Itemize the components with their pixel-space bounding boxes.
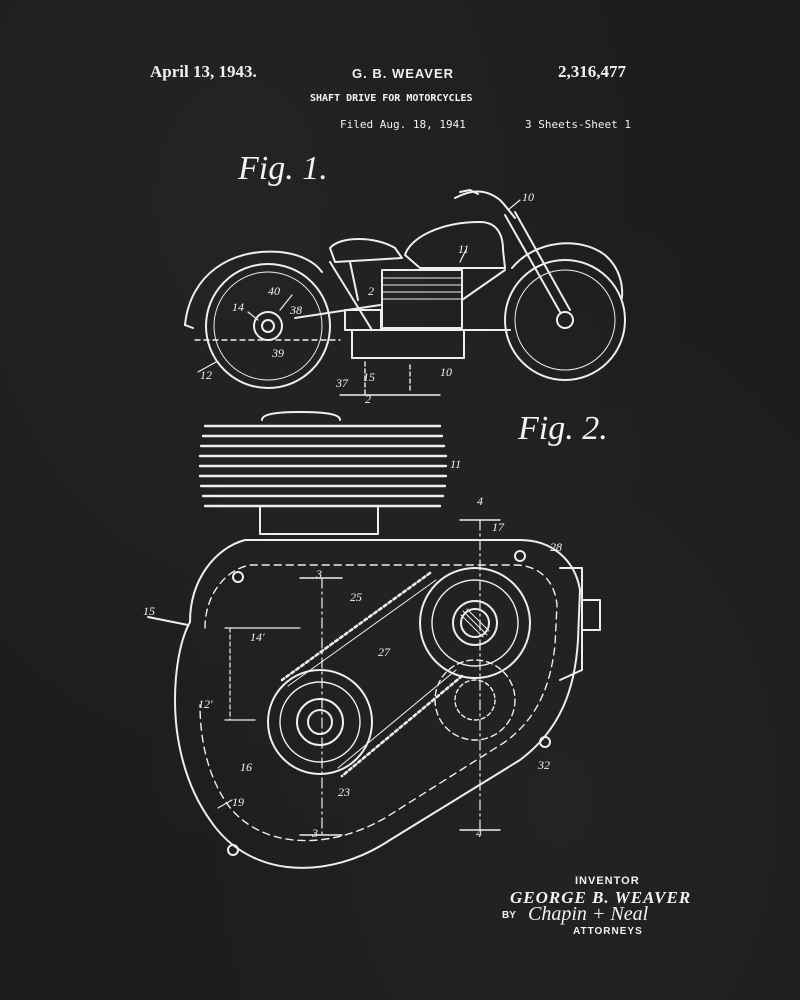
filed-date: Filed Aug. 18, 1941 bbox=[340, 118, 466, 131]
inventor-label: INVENTOR bbox=[575, 875, 640, 887]
rear-fender bbox=[185, 252, 322, 325]
ref-numeral: 40 bbox=[268, 284, 280, 298]
ref-numeral: 25 bbox=[350, 590, 362, 604]
lower-sprocket bbox=[268, 670, 372, 774]
attorneys-signature: Chapin + Neal bbox=[528, 903, 649, 925]
ref-numeral: 3 bbox=[316, 567, 322, 581]
inventor-signature: GEORGE B. WEAVER bbox=[510, 888, 692, 907]
patent-title: SHAFT DRIVE FOR MOTORCYCLES bbox=[310, 93, 473, 104]
ref-numeral: 12' bbox=[198, 697, 213, 711]
ref-numeral: 10 bbox=[522, 190, 534, 204]
ref-numeral: 38 bbox=[290, 303, 302, 317]
ref-numeral: 10 bbox=[440, 365, 452, 379]
seat bbox=[330, 239, 402, 262]
patent-number: 2,316,477 bbox=[558, 62, 626, 81]
ref-numeral: 4 bbox=[476, 826, 482, 840]
ref-numeral: 2 bbox=[365, 392, 371, 406]
front-fender bbox=[512, 243, 622, 298]
ref-numeral: 11 bbox=[458, 242, 470, 256]
ref-numeral: 2 bbox=[368, 284, 374, 298]
ref-numeral: 4 bbox=[477, 494, 483, 508]
patent-date: April 13, 1943. bbox=[150, 62, 257, 81]
ref-numeral: 39 bbox=[272, 346, 284, 360]
ref-numeral: 11 bbox=[450, 457, 462, 471]
sheet-count: 3 Sheets-Sheet 1 bbox=[525, 118, 631, 131]
cylinder-fins bbox=[200, 412, 446, 534]
ref-numeral: 14' bbox=[250, 630, 265, 644]
inventor-header: G. B. WEAVER bbox=[352, 66, 455, 81]
ref-numeral: 15 bbox=[143, 604, 155, 618]
rear-wheel bbox=[206, 264, 330, 388]
ref-numeral: 16 bbox=[240, 760, 252, 774]
fig1-label: Fig. 1. bbox=[238, 150, 328, 187]
ref-numeral: 28 bbox=[550, 540, 562, 554]
motorcycle-figure bbox=[185, 190, 625, 395]
front-wheel bbox=[505, 260, 625, 380]
ref-numeral: 19 bbox=[232, 795, 244, 809]
ref-numeral: 27 bbox=[378, 645, 390, 659]
ref-numeral: 32 bbox=[538, 758, 550, 772]
ref-numeral: 37 bbox=[336, 376, 348, 390]
gear-housing bbox=[175, 540, 580, 868]
ref-numeral: 23 bbox=[338, 785, 350, 799]
by-label: BY bbox=[502, 910, 516, 921]
fuel-tank bbox=[405, 222, 505, 268]
ref-numeral: 14 bbox=[232, 300, 244, 314]
ref-numeral: 12 bbox=[200, 368, 212, 382]
ref-numeral: 15 bbox=[363, 370, 375, 384]
attorneys-label: ATTORNEYS bbox=[573, 926, 643, 937]
fig2-label: Fig. 2. bbox=[518, 410, 608, 447]
gearcase-figure bbox=[148, 412, 600, 868]
ref-numeral: 3 bbox=[312, 826, 318, 840]
drive-chain bbox=[282, 573, 462, 776]
upper-sprocket bbox=[420, 568, 530, 678]
ref-numeral: 17 bbox=[492, 520, 504, 534]
